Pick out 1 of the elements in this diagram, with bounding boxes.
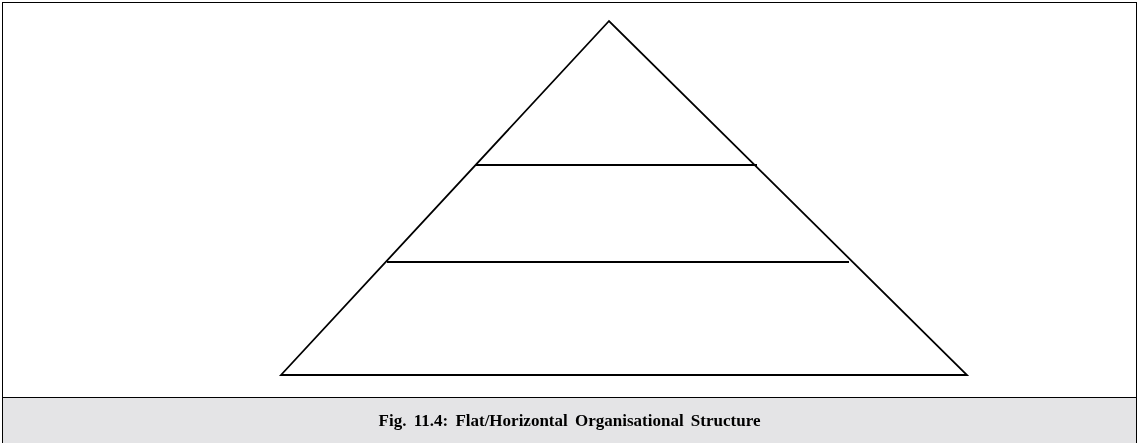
figure-caption: Fig. 11.4: Flat/Horizontal Organisational Structure <box>378 410 761 431</box>
